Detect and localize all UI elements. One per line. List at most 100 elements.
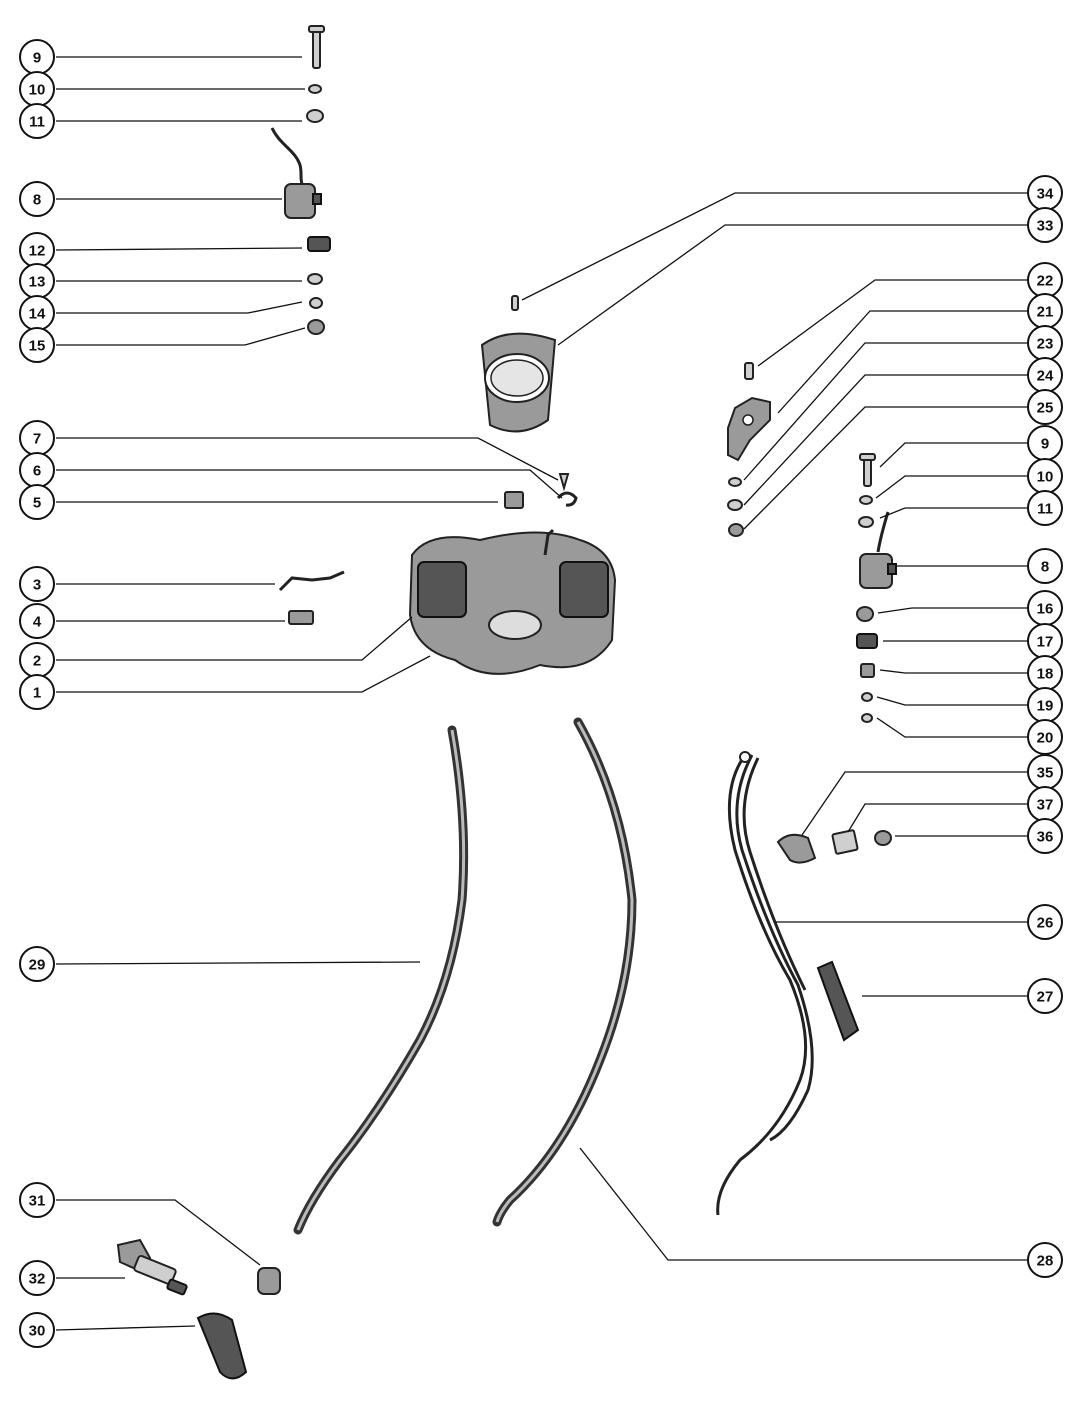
svg-text:37: 37 bbox=[1037, 797, 1054, 814]
svg-text:6: 6 bbox=[33, 463, 41, 480]
coil-part-8-left bbox=[270, 127, 322, 219]
washer-part-10-left bbox=[308, 84, 322, 94]
callout-13: 13 bbox=[19, 263, 55, 299]
svg-text:8: 8 bbox=[1041, 559, 1049, 576]
svg-text:9: 9 bbox=[33, 50, 41, 67]
callout-31: 31 bbox=[19, 1182, 55, 1218]
callout-14: 14 bbox=[19, 295, 55, 331]
washer-part-24 bbox=[727, 499, 743, 511]
svg-text:35: 35 bbox=[1037, 765, 1054, 782]
callout-18: 18 bbox=[1027, 655, 1063, 691]
callout-11-left: 11 bbox=[19, 103, 55, 139]
svg-text:30: 30 bbox=[29, 1323, 46, 1340]
switch-part-21 bbox=[727, 396, 771, 462]
svg-text:1: 1 bbox=[33, 685, 41, 702]
callout-20: 20 bbox=[1027, 719, 1063, 755]
clip-part-17 bbox=[856, 633, 878, 649]
callout-27: 27 bbox=[1027, 978, 1063, 1014]
callout-6: 6 bbox=[19, 452, 55, 488]
callout-21: 21 bbox=[1027, 293, 1063, 329]
callout-22: 22 bbox=[1027, 262, 1063, 298]
callout-17: 17 bbox=[1027, 623, 1063, 659]
callout-23: 23 bbox=[1027, 325, 1063, 361]
svg-text:17: 17 bbox=[1037, 634, 1054, 651]
wire-clip-part-3 bbox=[278, 570, 345, 592]
lockwasher-part-14 bbox=[309, 297, 323, 309]
callout-28: 28 bbox=[1027, 1242, 1063, 1278]
svg-text:8: 8 bbox=[33, 192, 41, 209]
leader-lines bbox=[55, 56, 1027, 1331]
screw-part-7 bbox=[558, 473, 570, 492]
svg-text:11: 11 bbox=[29, 114, 45, 131]
retainer-part-37 bbox=[831, 829, 859, 855]
callout-25: 25 bbox=[1027, 389, 1063, 425]
svg-text:20: 20 bbox=[1037, 730, 1054, 747]
svg-text:24: 24 bbox=[1037, 368, 1054, 385]
svg-text:32: 32 bbox=[29, 1271, 46, 1288]
callout-3: 3 bbox=[19, 566, 55, 602]
svg-text:23: 23 bbox=[1037, 336, 1054, 353]
svg-text:21: 21 bbox=[1037, 304, 1054, 321]
callout-24: 24 bbox=[1027, 357, 1063, 393]
svg-text:33: 33 bbox=[1037, 218, 1054, 235]
bracket-part-33 bbox=[480, 332, 557, 433]
callout-36: 36 bbox=[1027, 818, 1063, 854]
svg-text:18: 18 bbox=[1037, 666, 1054, 683]
svg-text:5: 5 bbox=[33, 495, 41, 512]
clamp-part-35 bbox=[776, 833, 817, 864]
callout-11-right: 11 bbox=[1027, 490, 1063, 526]
svg-text:12: 12 bbox=[29, 243, 46, 260]
washer-part-10-right bbox=[859, 495, 873, 505]
svg-text:10: 10 bbox=[29, 82, 46, 99]
washer-part-23 bbox=[728, 477, 742, 487]
callout-8-left: 8 bbox=[19, 181, 55, 217]
high-tension-lead-part-29 bbox=[293, 725, 469, 1235]
nut-part-16 bbox=[856, 606, 874, 622]
washer-part-13 bbox=[307, 273, 323, 285]
screw-part-9-right bbox=[859, 453, 876, 487]
spark-plug-part-32 bbox=[116, 1238, 188, 1296]
svg-text:19: 19 bbox=[1037, 698, 1054, 715]
screw-part-36 bbox=[874, 830, 892, 846]
svg-text:15: 15 bbox=[29, 338, 46, 355]
svg-text:22: 22 bbox=[1037, 273, 1054, 290]
callout-9-left: 9 bbox=[19, 39, 55, 75]
callout-4: 4 bbox=[19, 603, 55, 639]
svg-text:36: 36 bbox=[1037, 829, 1054, 846]
washer-part-20 bbox=[861, 713, 873, 723]
svg-text:10: 10 bbox=[1037, 469, 1054, 486]
plate-part-4 bbox=[288, 610, 314, 625]
callout-5: 5 bbox=[19, 484, 55, 520]
clip-part-12 bbox=[307, 236, 331, 252]
washer-part-19 bbox=[861, 692, 873, 702]
callout-10-left: 10 bbox=[19, 71, 55, 107]
callout-16: 16 bbox=[1027, 590, 1063, 626]
screw-part-22 bbox=[744, 362, 754, 380]
callout-33: 33 bbox=[1027, 207, 1063, 243]
callout-19: 19 bbox=[1027, 687, 1063, 723]
spacer-part-18 bbox=[860, 663, 875, 678]
washer-part-11-right bbox=[858, 516, 874, 528]
callout-12: 12 bbox=[19, 232, 55, 268]
block-part-5 bbox=[504, 491, 524, 509]
svg-text:31: 31 bbox=[29, 1193, 46, 1210]
callout-37: 37 bbox=[1027, 786, 1063, 822]
nut-part-15 bbox=[307, 319, 325, 335]
svg-text:2: 2 bbox=[33, 653, 41, 670]
wiring-harness-part-26 bbox=[716, 751, 814, 1216]
svg-text:3: 3 bbox=[33, 577, 41, 594]
callout-34: 34 bbox=[1027, 175, 1063, 211]
washer-part-11-left bbox=[306, 109, 324, 123]
svg-text:4: 4 bbox=[33, 614, 42, 631]
screw-part-34 bbox=[511, 295, 519, 311]
callout-29: 29 bbox=[19, 946, 55, 982]
svg-text:9: 9 bbox=[1041, 436, 1049, 453]
nut-part-25 bbox=[728, 523, 744, 537]
svg-text:13: 13 bbox=[29, 274, 46, 291]
svg-text:11: 11 bbox=[1037, 501, 1053, 518]
callout-32: 32 bbox=[19, 1260, 55, 1296]
callout-2: 2 bbox=[19, 642, 55, 678]
svg-text:27: 27 bbox=[1037, 989, 1054, 1006]
callout-26: 26 bbox=[1027, 904, 1063, 940]
svg-text:29: 29 bbox=[29, 957, 46, 974]
